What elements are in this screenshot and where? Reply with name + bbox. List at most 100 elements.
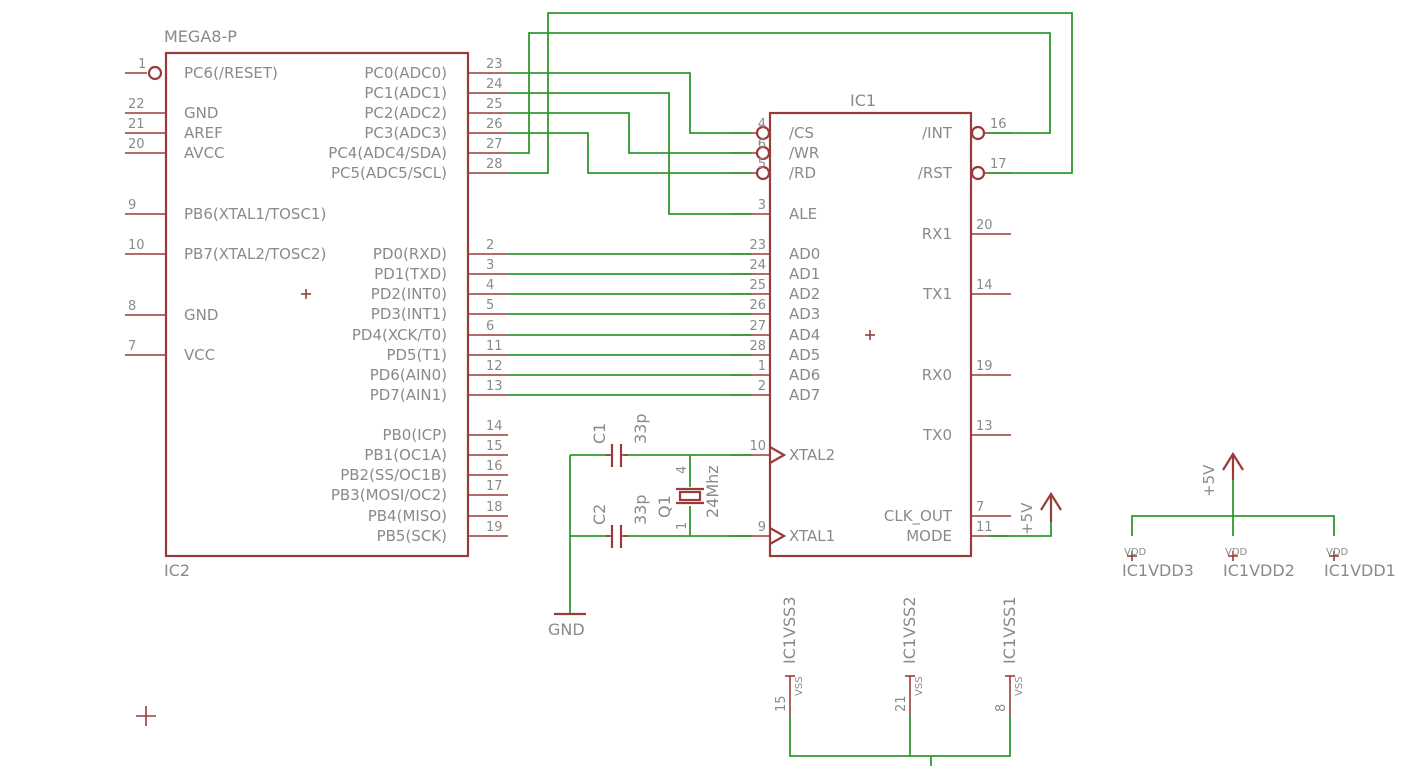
ic2-origin-mark <box>301 289 311 299</box>
wire-rst[interactable] <box>508 12 1073 174</box>
wire-int[interactable] <box>508 32 1051 154</box>
ic2-pin-label: PC0(ADC0) <box>364 64 447 82</box>
ic2-pin-label: PC5(ADC5/SCL) <box>331 164 447 182</box>
ic2-pin-pb3-mosi-oc2[interactable]: 17 PB3(MOSI/OC2) <box>331 479 508 504</box>
ic1-pin-rst[interactable]: 17/RST <box>918 157 1011 182</box>
ic2-pin-label: GND <box>184 104 218 122</box>
crystal-q1[interactable]: Q1 24Mhz 4 1 <box>655 465 722 530</box>
ic2-pin-number: 11 <box>486 339 503 354</box>
ic2-pin-number: 28 <box>486 157 503 172</box>
supply-mode-symbol[interactable]: +5V <box>1018 491 1062 535</box>
wire-vss-bus[interactable] <box>789 716 1011 757</box>
ic2-body[interactable] <box>164 51 470 558</box>
q1-pin-bottom: 1 <box>675 522 690 530</box>
ic2-pin-gnd[interactable]: 22 GND <box>125 97 218 122</box>
wire-wr[interactable] <box>508 112 752 154</box>
ic2-pin-label: PB3(MOSI/OC2) <box>331 486 447 504</box>
c1-name: C1 <box>590 423 609 444</box>
ic1-pin-label: AD7 <box>789 386 820 404</box>
ic1-pin-label: AD5 <box>789 346 820 364</box>
ic1-pin-number: 13 <box>976 419 993 434</box>
vdd-part-name: IC1VDD1 <box>1324 561 1396 580</box>
ic1-pin-number: 26 <box>749 298 766 313</box>
ic2-pin-number: 20 <box>128 137 145 152</box>
ic2-pin-label: PB7(XTAL2/TOSC2) <box>184 245 326 263</box>
vss-part-name: IC1VSS1 <box>1000 596 1019 664</box>
wire-cs[interactable] <box>508 72 752 134</box>
ic2-pin-number: 14 <box>486 419 503 434</box>
capacitor-c2[interactable]: C2 33p <box>590 494 650 548</box>
ic2-pin-number: 22 <box>128 97 145 112</box>
ic2-pin-pd7-ain1[interactable]: 13 PD7(AIN1) <box>370 379 508 404</box>
gnd-symbol[interactable]: GND <box>548 612 586 639</box>
supply-mode-label: +5V <box>1018 502 1036 535</box>
ic1-pin-int[interactable]: 16/INT <box>922 117 1011 142</box>
ic1-pin-label: /RST <box>918 164 953 182</box>
ic1-pin-cs[interactable]: 4/CS <box>730 117 814 142</box>
ic1-pin-number: 20 <box>976 218 993 233</box>
ic1-name-label: IC1 <box>850 91 876 110</box>
ic2-pin-number: 17 <box>486 479 503 494</box>
ic2-pin-pc5-adc5-scl[interactable]: 28 PC5(ADC5/SCL) <box>331 157 508 182</box>
ic1-pin-number: 24 <box>749 258 766 273</box>
ic1-pin-number: 27 <box>749 319 766 334</box>
supply-vdd-symbol[interactable]: +5V <box>1200 451 1244 497</box>
capacitor-c1[interactable]: C1 33p <box>590 413 650 467</box>
ic1-pin-label: XTAL1 <box>789 527 835 545</box>
data-bus-wires <box>508 253 752 396</box>
ic1-pin-number: 14 <box>976 278 993 293</box>
ic2-pin-pc0-adc0[interactable]: 23 PC0(ADC0) <box>364 57 508 82</box>
ic2-pin-number: 9 <box>128 198 136 213</box>
ic2-pin-label: PB6(XTAL1/TOSC1) <box>184 205 326 223</box>
ic2-pin-pb6-xtal1-tosc1[interactable]: 9 PB6(XTAL1/TOSC1) <box>125 198 326 223</box>
ic2-pin-number: 13 <box>486 379 503 394</box>
ic1-pin-label: AD0 <box>789 245 820 263</box>
ic1-pin-label: AD6 <box>789 366 820 384</box>
ic2-pin-number: 23 <box>486 57 503 72</box>
ic2-pin-number: 21 <box>128 117 145 132</box>
ic2-pin-label: PD7(AIN1) <box>370 386 447 404</box>
